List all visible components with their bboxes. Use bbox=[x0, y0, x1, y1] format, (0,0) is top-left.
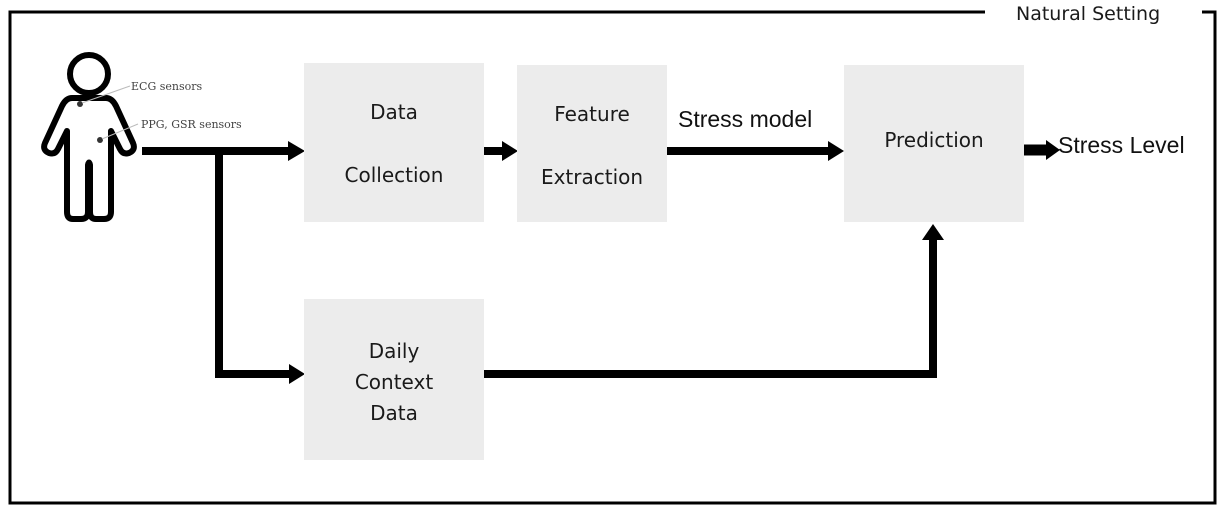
daily-context-line-3: Data bbox=[370, 401, 418, 425]
arrowhead-prediction bbox=[828, 141, 844, 161]
arrowhead-prediction-bottom bbox=[922, 224, 944, 240]
stress-level-label: Stress Level bbox=[1058, 132, 1185, 158]
frame-border bbox=[8, 10, 1217, 505]
frame-label: Natural Setting bbox=[1016, 3, 1161, 25]
ecg-sensor-dot bbox=[77, 101, 83, 107]
prediction-node: Prediction bbox=[844, 65, 1024, 222]
ecg-sensors-label: ECG sensors bbox=[131, 80, 203, 93]
daily-context-line-1: Daily bbox=[368, 339, 420, 363]
feature-extraction-line-2: Extraction bbox=[540, 165, 644, 189]
arrowhead-daily-context bbox=[289, 364, 305, 384]
ppg-gsr-sensors-label: PPG, GSR sensors bbox=[141, 118, 242, 131]
feature-extraction-line-1: Feature bbox=[554, 102, 630, 126]
data-collection-line-1: Data bbox=[370, 100, 418, 124]
arrowhead-feature bbox=[502, 141, 518, 161]
arrowhead-output bbox=[1046, 140, 1060, 160]
person-icon bbox=[41, 52, 137, 222]
ppg-sensor-dot bbox=[97, 137, 103, 143]
daily-context-node: Daily Context Data bbox=[304, 299, 484, 460]
arrowhead-collection bbox=[288, 141, 305, 161]
ecg-pointer-line bbox=[81, 85, 131, 104]
stress-model-label: Stress model bbox=[678, 106, 813, 132]
data-collection-node: Data Collection bbox=[304, 63, 484, 222]
ppg-pointer-line bbox=[101, 123, 139, 140]
daily-context-line-2: Context bbox=[354, 370, 434, 394]
data-collection-line-2: Collection bbox=[344, 163, 444, 187]
prediction-label: Prediction bbox=[884, 128, 984, 152]
feature-extraction-node: Feature Extraction bbox=[517, 65, 667, 222]
